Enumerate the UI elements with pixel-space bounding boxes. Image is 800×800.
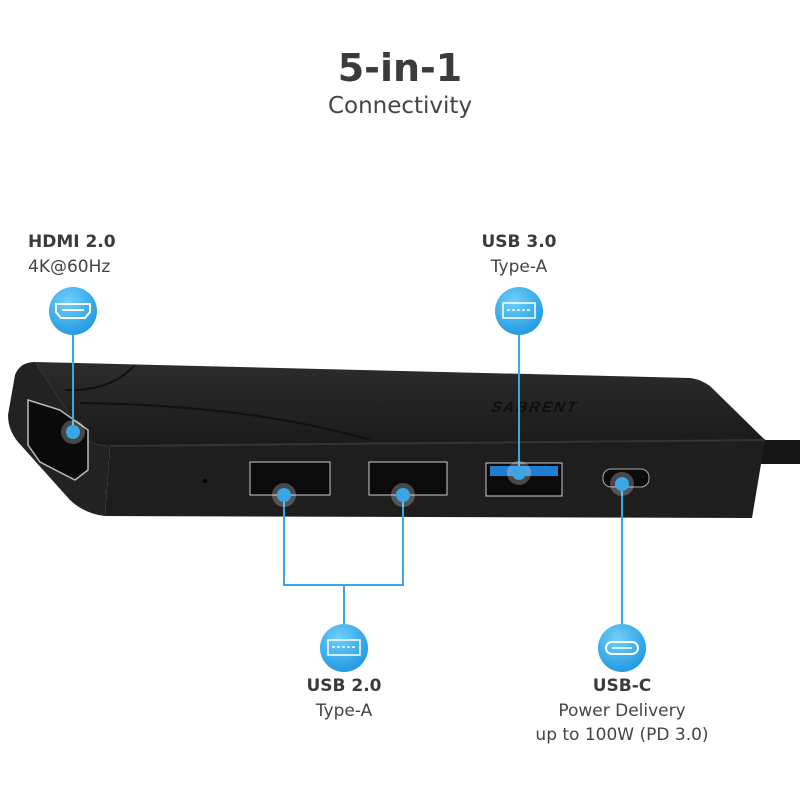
usb3-detail: Type-A [490, 257, 548, 277]
usb2-label: USB 2.0 [306, 676, 382, 696]
usbc-detail-2: up to 100W (PD 3.0) [535, 725, 709, 745]
hub-top-face [35, 362, 765, 446]
usbc-detail: Power Delivery [558, 701, 686, 721]
port-markers [61, 420, 634, 507]
hdmi-label: HDMI 2.0 [28, 232, 116, 252]
usb2-detail: Type-A [315, 701, 373, 721]
usb-a-port-icon [320, 624, 368, 672]
page-subtitle: Connectivity [327, 93, 473, 119]
page-title: 5-in-1 [337, 46, 463, 90]
usb-a-port-icon [495, 287, 543, 335]
brand-logo: SABRENT [489, 399, 581, 415]
usb3-label: USB 3.0 [481, 232, 557, 252]
usbc-label: USB-C [592, 676, 652, 696]
hdmi-port-icon [49, 287, 97, 335]
hdmi-detail: 4K@60Hz [28, 257, 111, 277]
usb2-port-2 [368, 461, 448, 496]
usb-c-port-icon [598, 624, 646, 672]
